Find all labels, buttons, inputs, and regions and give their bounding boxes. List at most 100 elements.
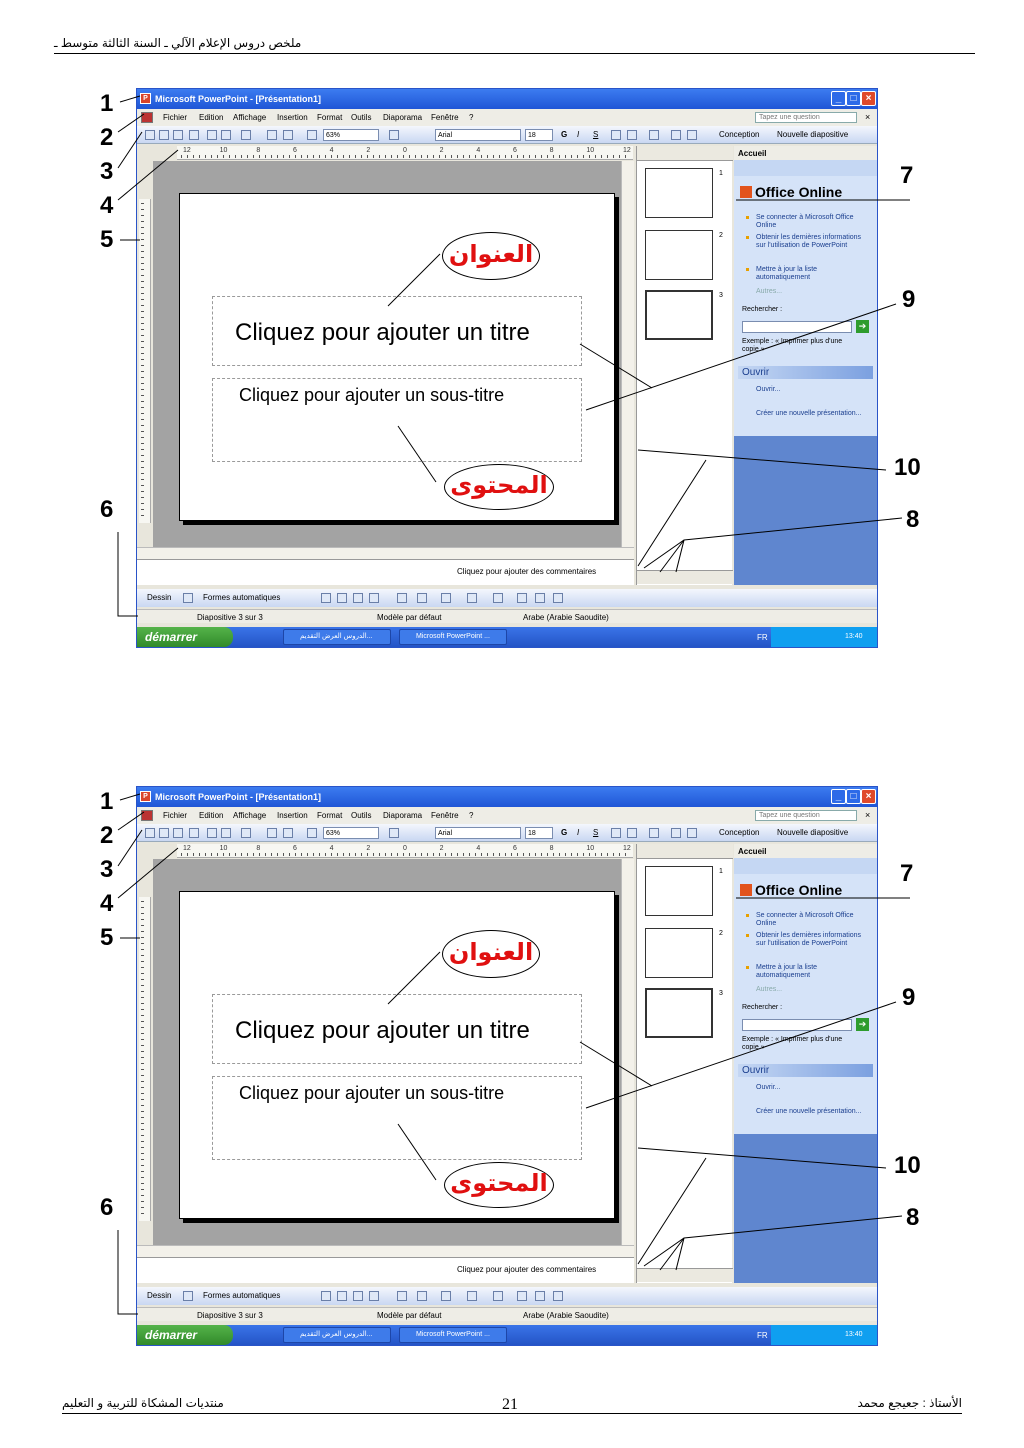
table-icon[interactable]: [283, 130, 293, 140]
menu-fichier[interactable]: Fichier: [163, 113, 188, 122]
menu-diaporama[interactable]: Diaporama: [383, 113, 423, 122]
zoom-select[interactable]: 63%: [323, 129, 379, 141]
menu-edition[interactable]: Edition: [199, 811, 224, 820]
save-icon[interactable]: [173, 130, 183, 140]
menu-insertion[interactable]: Insertion: [277, 113, 308, 122]
menu-affichage[interactable]: Affichage: [233, 113, 267, 122]
start-button[interactable]: démarrer: [137, 1325, 233, 1345]
save-icon[interactable]: [173, 828, 183, 838]
font-size-select[interactable]: 18: [525, 827, 553, 839]
close-button[interactable]: ×: [861, 789, 876, 804]
oval-icon[interactable]: [337, 1291, 347, 1301]
link-new-presentation[interactable]: Créer une nouvelle présentation...: [756, 1108, 862, 1115]
draw-menu[interactable]: Dessin: [147, 593, 172, 602]
link-update[interactable]: Mettre à jour la liste automatiquement: [756, 964, 818, 979]
link-more[interactable]: Autres...: [756, 986, 783, 993]
new-slide-button[interactable]: Nouvelle diapositive: [777, 130, 849, 139]
fill-color-icon[interactable]: [441, 593, 451, 603]
slide-thumbnail[interactable]: [645, 230, 713, 280]
textbox-icon[interactable]: [353, 593, 363, 603]
undo-icon[interactable]: [241, 828, 251, 838]
taskbar-item-powerpoint[interactable]: Microsoft PowerPoint ...: [399, 1327, 507, 1343]
paste-icon[interactable]: [221, 828, 231, 838]
design-button[interactable]: Conception: [719, 828, 760, 837]
menu-fenetre[interactable]: Fenêtre: [431, 811, 459, 820]
3d-icon[interactable]: [553, 1291, 563, 1301]
language-indicator[interactable]: FR: [757, 1331, 768, 1340]
underline-button[interactable]: S: [593, 828, 599, 837]
notes-pane[interactable]: Cliquez pour ajouter des commentaires: [137, 559, 634, 585]
3d-icon[interactable]: [553, 593, 563, 603]
link-news[interactable]: Obtenir les dernières informations sur l…: [756, 932, 862, 947]
open-icon[interactable]: [159, 130, 169, 140]
menu-insertion[interactable]: Insertion: [277, 811, 308, 820]
table-icon[interactable]: [283, 828, 293, 838]
undo-icon[interactable]: [241, 130, 251, 140]
autoshapes-menu[interactable]: Formes automatiques: [203, 1291, 281, 1300]
menu-outils[interactable]: Outils: [351, 811, 372, 820]
link-new-presentation[interactable]: Créer une nouvelle présentation...: [756, 410, 862, 417]
question-input[interactable]: Tapez une question: [755, 810, 857, 821]
picture-icon[interactable]: [417, 1291, 427, 1301]
list-icon[interactable]: [627, 130, 637, 140]
taskbar-item-powerpoint[interactable]: Microsoft PowerPoint ...: [399, 629, 507, 645]
menu-diaporama[interactable]: Diaporama: [383, 811, 423, 820]
slide-thumbnail-selected[interactable]: [643, 288, 715, 342]
document-icon[interactable]: [141, 810, 153, 821]
search-input[interactable]: [742, 1019, 852, 1031]
shadow-icon[interactable]: [535, 1291, 545, 1301]
link-open[interactable]: Ouvrir...: [756, 386, 781, 393]
fill-color-icon[interactable]: [441, 1291, 451, 1301]
close-button[interactable]: ×: [861, 91, 876, 106]
grid-icon[interactable]: [307, 130, 317, 140]
menu-edition[interactable]: Edition: [199, 113, 224, 122]
clipart-icon[interactable]: [397, 1291, 407, 1301]
cut-icon[interactable]: [207, 828, 217, 838]
line-color-icon[interactable]: [467, 593, 477, 603]
italic-button[interactable]: I: [577, 828, 580, 837]
document-icon[interactable]: [141, 112, 153, 123]
language-indicator[interactable]: FR: [757, 633, 768, 642]
select-arrow-icon[interactable]: [183, 593, 193, 603]
title-placeholder[interactable]: Cliquez pour ajouter un titre: [212, 296, 582, 366]
view-buttons[interactable]: [637, 1268, 733, 1282]
chart-icon[interactable]: [267, 130, 277, 140]
new-slide-button[interactable]: Nouvelle diapositive: [777, 828, 849, 837]
cut-icon[interactable]: [207, 130, 217, 140]
help-icon[interactable]: [389, 130, 399, 140]
underline-button[interactable]: S: [593, 130, 599, 139]
help-icon[interactable]: [389, 828, 399, 838]
font-grow-icon[interactable]: [649, 130, 659, 140]
line-color-icon[interactable]: [467, 1291, 477, 1301]
search-go-icon[interactable]: ➔: [856, 1018, 869, 1031]
print-icon[interactable]: [189, 130, 199, 140]
wordart-icon[interactable]: [369, 1291, 379, 1301]
notes-pane[interactable]: Cliquez pour ajouter des commentaires: [137, 1257, 634, 1283]
bold-button[interactable]: G: [561, 130, 568, 139]
question-input[interactable]: Tapez une question: [755, 112, 857, 123]
link-connect[interactable]: Se connecter à Microsoft Office Online: [756, 912, 854, 927]
font-select[interactable]: Arial: [435, 827, 521, 839]
link-more[interactable]: Autres...: [756, 288, 783, 295]
line-style-icon[interactable]: [517, 1291, 527, 1301]
minimize-button[interactable]: _: [831, 789, 846, 804]
align-icon[interactable]: [611, 828, 621, 838]
picture-icon[interactable]: [417, 593, 427, 603]
font-select[interactable]: Arial: [435, 129, 521, 141]
link-news[interactable]: Obtenir les dernières informations sur l…: [756, 234, 862, 249]
select-arrow-icon[interactable]: [183, 1291, 193, 1301]
subtitle-placeholder[interactable]: Cliquez pour ajouter un sous-titre: [212, 1076, 582, 1160]
slide-thumbnail-selected[interactable]: [643, 986, 715, 1040]
maximize-button[interactable]: □: [846, 789, 861, 804]
pane-tabs[interactable]: [637, 844, 733, 859]
close-doc-icon[interactable]: ×: [865, 112, 871, 122]
start-button[interactable]: démarrer: [137, 627, 233, 647]
menu-fichier[interactable]: Fichier: [163, 811, 188, 820]
horizontal-scrollbar[interactable]: [137, 547, 634, 559]
vertical-scrollbar[interactable]: [621, 859, 634, 1245]
title-placeholder[interactable]: Cliquez pour ajouter un titre: [212, 994, 582, 1064]
new-icon[interactable]: [145, 828, 155, 838]
font-size-select[interactable]: 18: [525, 129, 553, 141]
task-pane-nav[interactable]: [734, 160, 877, 176]
oval-icon[interactable]: [337, 593, 347, 603]
